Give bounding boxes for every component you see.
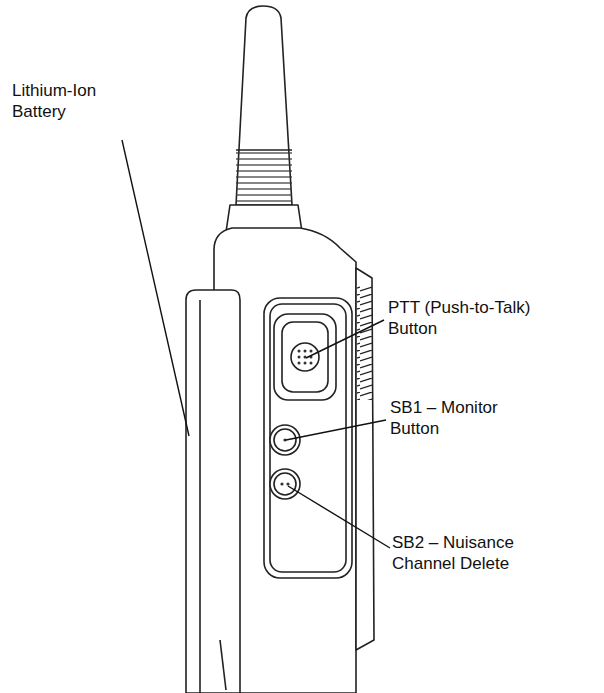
- leader-line: [288, 486, 390, 548]
- leader-line: [306, 320, 384, 358]
- battery-label: Lithium-Ion Battery: [12, 80, 122, 122]
- monitor-button: [270, 425, 300, 455]
- leader-line: [122, 140, 189, 436]
- ptt-button: [274, 314, 336, 400]
- ptt-label: PTT (Push-to-Talk) Button: [388, 297, 558, 339]
- monitor-label: SB1 – Monitor Button: [390, 397, 525, 439]
- battery: [186, 290, 240, 693]
- leader-line: [286, 420, 386, 440]
- belt-clip: [356, 268, 374, 650]
- channel-delete-button: [270, 469, 300, 499]
- channel-delete-label: SB2 – Nuisance Channel Delete: [392, 532, 542, 574]
- side-panel: [264, 298, 352, 578]
